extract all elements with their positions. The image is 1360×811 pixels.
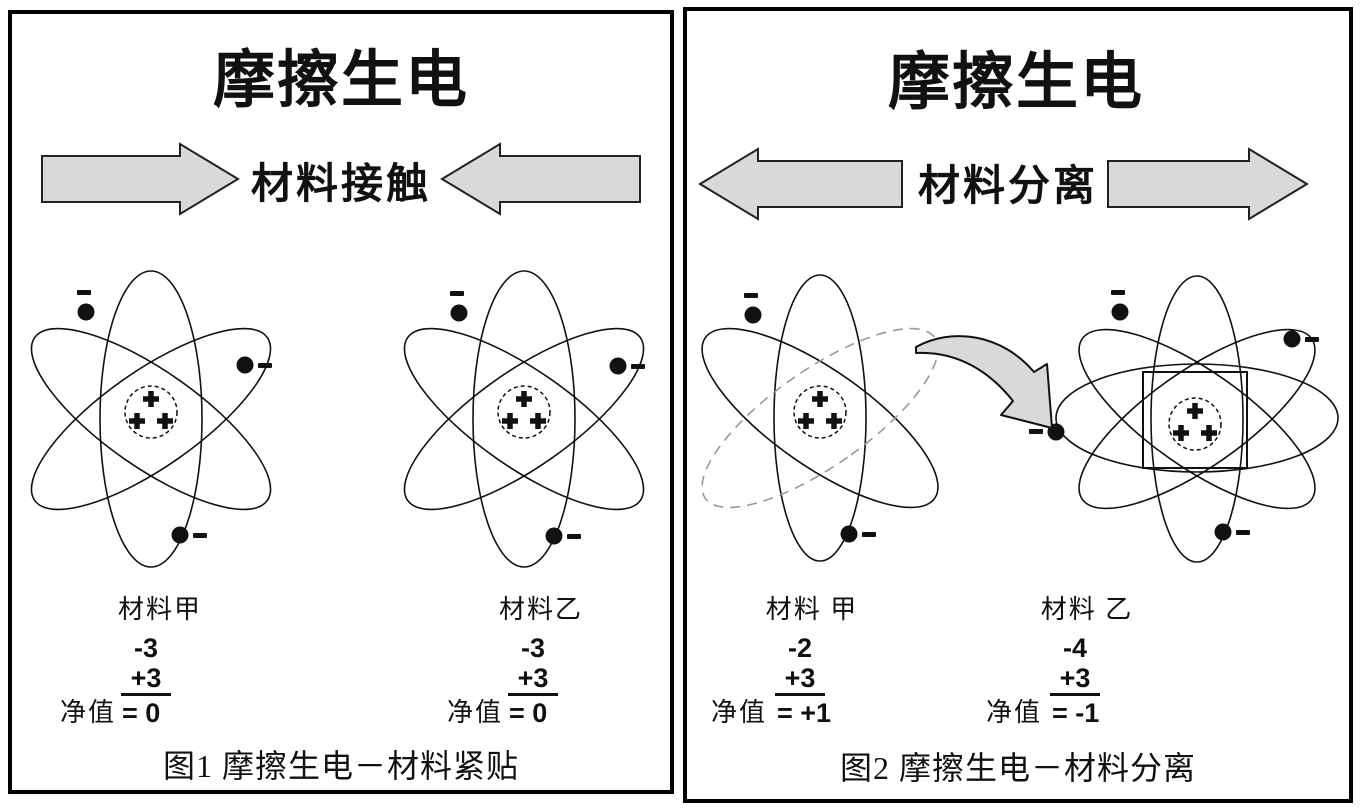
material-name: 材料甲 xyxy=(117,595,203,624)
net-value: = -1 xyxy=(1052,698,1100,728)
electron-count: -2 xyxy=(787,633,813,663)
orbit xyxy=(99,270,203,568)
figure1-caption: 图1 摩擦生电－材料紧贴 xyxy=(162,748,520,784)
electron-dot-icon xyxy=(1214,523,1232,541)
electron-dot-icon xyxy=(1111,303,1129,321)
electron-count: -4 xyxy=(1062,633,1088,663)
nucleus-circle xyxy=(793,385,847,439)
electron-dot-icon xyxy=(609,357,627,375)
plus-icon xyxy=(1201,425,1217,441)
minus-icon xyxy=(1236,530,1250,535)
electron-dot-icon xyxy=(1283,330,1301,348)
minus-icon xyxy=(1305,337,1319,342)
net-value: = 0 xyxy=(122,698,161,728)
plus-icon xyxy=(798,413,814,429)
net-label: 净值 xyxy=(59,698,116,727)
orbit xyxy=(403,327,645,511)
orbit xyxy=(403,327,645,511)
nucleus-circle xyxy=(497,385,551,439)
orbit xyxy=(30,327,272,511)
electron-count: -3 xyxy=(520,633,546,663)
orbit xyxy=(773,274,867,562)
plus-icon xyxy=(502,413,518,429)
orbit xyxy=(30,327,272,511)
minus-icon xyxy=(744,293,758,298)
electron-dot-icon xyxy=(450,304,468,322)
electron-dot-icon xyxy=(236,356,254,374)
figure2-title: 摩擦生电 xyxy=(887,49,1145,117)
minus-icon xyxy=(1029,429,1043,434)
plus-icon xyxy=(516,391,532,407)
minus-icon xyxy=(1111,290,1125,295)
minus-icon xyxy=(450,291,464,296)
sum-rule xyxy=(1050,693,1100,696)
block-arrow-left-icon xyxy=(440,142,641,216)
figure2-caption: 图2 摩擦生电－材料分离 xyxy=(839,750,1197,786)
net-label: 净值 xyxy=(710,698,767,727)
electron-count: -3 xyxy=(133,633,159,663)
plus-icon xyxy=(157,413,173,429)
minus-icon xyxy=(631,364,645,369)
plus-icon xyxy=(530,413,546,429)
electron-dot-icon xyxy=(171,526,189,544)
minus-icon xyxy=(862,532,876,537)
net-value: = 0 xyxy=(509,698,548,728)
net-label: 净值 xyxy=(985,698,1042,727)
figure1-action-label: 材料接触 xyxy=(250,162,432,208)
panel-figure-1 xyxy=(8,10,674,794)
electron-dot-icon xyxy=(744,306,762,324)
material-name: 材料乙 xyxy=(498,595,584,624)
electron-transfer-arrow-icon xyxy=(915,335,1053,429)
block-arrow-right-icon xyxy=(41,142,240,216)
orbit xyxy=(1055,363,1339,473)
proton-count: +3 xyxy=(784,663,816,693)
minus-icon xyxy=(193,533,207,538)
proton-count: +3 xyxy=(1059,663,1091,693)
net-label: 净值 xyxy=(446,698,503,727)
sum-rule xyxy=(775,693,825,696)
block-arrow-left-icon xyxy=(698,147,903,221)
electron-dot-icon xyxy=(545,527,563,545)
dashed-orbit xyxy=(701,327,939,509)
sum-rule xyxy=(508,693,558,696)
plus-icon xyxy=(812,391,828,407)
electron-dot-icon xyxy=(840,525,858,543)
material-name: 材料 乙 xyxy=(1040,595,1134,624)
plus-icon xyxy=(826,413,842,429)
sum-rule xyxy=(121,693,171,696)
block-arrow-right-icon xyxy=(1107,147,1309,221)
plus-icon xyxy=(143,391,159,407)
net-value: = +1 xyxy=(777,698,832,728)
figure2-action-label: 材料分离 xyxy=(917,164,1099,210)
proton-count: +3 xyxy=(130,663,162,693)
electron-dot-icon xyxy=(77,303,95,321)
proton-count: +3 xyxy=(517,663,549,693)
orbit xyxy=(1150,275,1244,563)
minus-icon xyxy=(258,363,272,368)
minus-icon xyxy=(77,290,91,295)
nucleus-circle xyxy=(1168,397,1222,451)
plus-icon xyxy=(1173,425,1189,441)
plus-icon xyxy=(129,413,145,429)
material-name: 材料 甲 xyxy=(765,595,859,624)
plus-icon xyxy=(1187,403,1203,419)
orbit xyxy=(472,270,576,568)
orbit xyxy=(1078,328,1316,510)
figure1-title: 摩擦生电 xyxy=(212,47,470,115)
orbit xyxy=(701,327,939,509)
minus-icon xyxy=(567,534,581,539)
nucleus-box xyxy=(1142,371,1248,469)
nucleus-circle xyxy=(124,385,178,439)
